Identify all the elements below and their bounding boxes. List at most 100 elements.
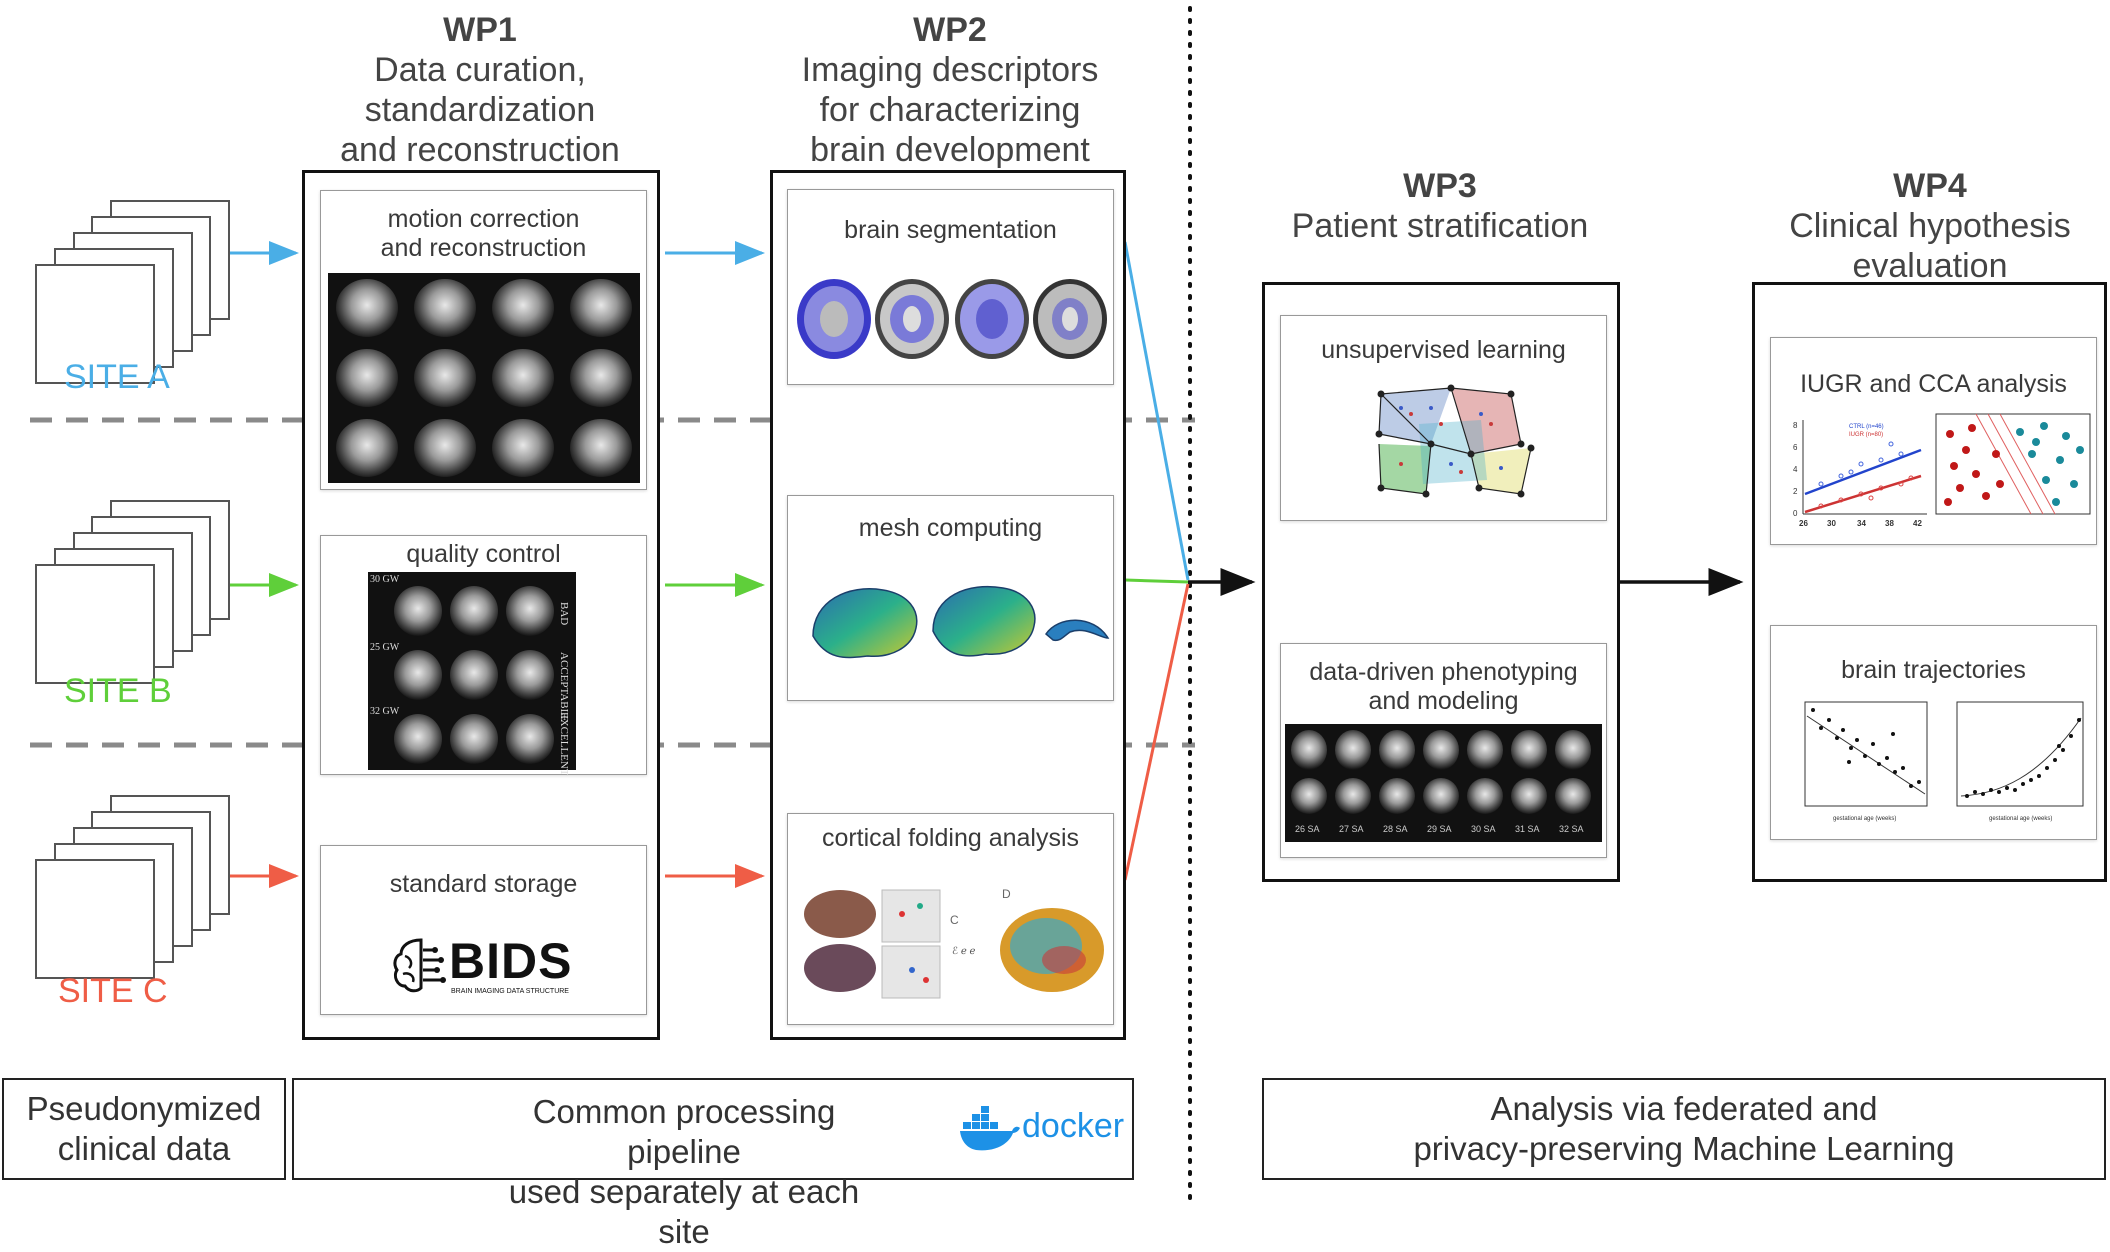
converge-green xyxy=(1124,578,1189,584)
trajectory-plot-quadratic: gestational age (weeks) xyxy=(1956,701,2084,822)
age-label: 26 SA xyxy=(1295,824,1320,834)
site-a-label: SITE A xyxy=(64,358,170,396)
footer-federated: Analysis via federated and privacy-prese… xyxy=(1262,1078,2106,1180)
svg-text:2: 2 xyxy=(1793,487,1798,496)
age-label: 27 SA xyxy=(1339,824,1364,834)
traj-xlabel: gestational age (weeks) xyxy=(1833,816,1896,822)
motion-correction-panel: motion correction and reconstruction xyxy=(320,190,647,490)
brain-trajectories-panel: brain trajectories gestational age (week… xyxy=(1770,625,2097,840)
wp1-title-line1: Data curation, xyxy=(374,51,586,89)
legend-ctrl: CTRL (n=46) xyxy=(1849,424,1884,430)
wp2-header: WP2 Imaging descriptors for characterizi… xyxy=(770,10,1130,170)
wp4-title-line1: Clinical hypothesis xyxy=(1789,207,2071,245)
wp3-code: WP3 xyxy=(1403,167,1477,205)
age-label: 29 SA xyxy=(1427,824,1452,834)
trajectory-plot-linear: gestational age (weeks) xyxy=(1804,701,1928,822)
age-label: 31 SA xyxy=(1515,824,1540,834)
wp4-code: WP4 xyxy=(1893,167,1967,205)
qc-col-label: ACCEPTABLE xyxy=(558,652,570,723)
wp3-title-line1: Patient stratification xyxy=(1291,207,1589,245)
phenotyping-label: data-driven phenotyping xyxy=(1309,658,1578,686)
wp2-box: brain segmentation mesh computing cortic… xyxy=(770,170,1126,1040)
standard-storage-panel: standard storage BIDS BRAIN IMAGING DATA… xyxy=(320,845,647,1015)
wp3-header: WP3 Patient stratification xyxy=(1260,166,1620,246)
qc-row-label: 25 GW xyxy=(370,642,400,653)
wp1-title-line2: standardization xyxy=(364,91,596,129)
qc-col-label: BAD xyxy=(558,602,570,626)
site-b-label: SITE B xyxy=(64,672,172,710)
folding-images: C ℰ ℯ ℯ D xyxy=(804,887,1104,999)
wp3-box: unsupervised learning data-driven phenot… xyxy=(1262,282,1620,882)
mri-reconstruction-grid xyxy=(328,273,640,483)
svg-text:6: 6 xyxy=(1793,443,1798,452)
standard-storage-label: standard storage xyxy=(389,870,578,898)
footer-pseudonymized: Pseudonymized clinical data xyxy=(2,1078,286,1180)
svg-text:26: 26 xyxy=(1799,519,1808,528)
footer-right-line2: privacy-preserving Machine Learning xyxy=(1413,1130,1955,1167)
brain-logo-icon xyxy=(393,938,446,993)
mesh-computing-panel: mesh computing xyxy=(787,495,1114,701)
bids-subtitle: BRAIN IMAGING DATA STRUCTURE xyxy=(451,988,569,995)
iugr-cca-panel: IUGR and CCA analysis CTRL (n=46) IUGR (… xyxy=(1770,337,2097,545)
unsupervised-learning-label: unsupervised learning xyxy=(1321,336,1566,364)
svg-text:D: D xyxy=(1002,887,1011,901)
wp4-box: IUGR and CCA analysis CTRL (n=46) IUGR (… xyxy=(1752,282,2107,882)
iugr-cca-label: IUGR and CCA analysis xyxy=(1800,370,2067,398)
wp1-box: motion correction and reconstruction qua… xyxy=(302,170,660,1040)
mesh-images xyxy=(812,585,1110,659)
wp2-title-line2: for characterizing xyxy=(819,91,1081,129)
svg-text:42: 42 xyxy=(1913,519,1922,528)
qc-row-label: 32 GW xyxy=(370,706,400,717)
svg-text:38: 38 xyxy=(1885,519,1894,528)
svg-text:ℰ ℯ ℯ: ℰ ℯ ℯ xyxy=(952,946,976,957)
age-label: 32 SA xyxy=(1559,824,1584,834)
quality-control-label: quality control xyxy=(406,540,561,568)
wp4-header: WP4 Clinical hypothesis evaluation xyxy=(1750,166,2110,286)
reconstruction-label: and reconstruction xyxy=(380,234,587,262)
age-label: 28 SA xyxy=(1383,824,1408,834)
converge-blue xyxy=(1123,241,1190,581)
motion-correction-label: motion correction xyxy=(387,205,580,233)
site-c-label: SITE C xyxy=(58,972,168,1010)
legend-iugr: IUGR (n=80) xyxy=(1849,432,1883,438)
footer-left-line1: Pseudonymized xyxy=(26,1090,262,1127)
cluster-graph xyxy=(1375,384,1535,498)
svg-text:0: 0 xyxy=(1793,509,1798,518)
converge-red xyxy=(1123,583,1190,881)
footer-mid-line1: Common processing pipeline xyxy=(532,1093,836,1170)
wp2-code: WP2 xyxy=(913,11,987,49)
footer-left-line2: clinical data xyxy=(57,1130,231,1167)
svg-text:34: 34 xyxy=(1857,519,1866,528)
brain-segmentation-label: brain segmentation xyxy=(844,216,1057,244)
cca-scatter-plot xyxy=(1935,413,2091,515)
unsupervised-learning-panel: unsupervised learning xyxy=(1280,315,1607,521)
brain-segmentation-panel: brain segmentation xyxy=(787,189,1114,385)
quality-control-image: 30 GW 25 GW 32 GW BAD ACCEPTABLE EXCELLE… xyxy=(368,572,576,776)
mesh-computing-label: mesh computing xyxy=(858,514,1043,542)
quality-control-panel: quality control 30 GW 25 GW 32 GW BAD AC… xyxy=(320,535,647,776)
svg-text:4: 4 xyxy=(1793,465,1798,474)
qc-row-label: 30 GW xyxy=(370,574,400,585)
iugr-regression-plot: CTRL (n=46) IUGR (n=80) 8 6 4 2 0 26 30 … xyxy=(1793,420,1927,528)
footer-right-line1: Analysis via federated and xyxy=(1490,1090,1878,1127)
svg-text:30: 30 xyxy=(1827,519,1836,528)
phenotyping-mri-strip: 26 SA 27 SA 28 SA 29 SA 30 SA 31 SA 32 S… xyxy=(1285,724,1602,842)
qc-col-label: EXCELLENT xyxy=(558,712,570,776)
docker-whale-icon xyxy=(960,1106,1020,1151)
brain-trajectories-label: brain trajectories xyxy=(1841,656,2026,684)
bids-logo-text: BIDS xyxy=(449,933,573,989)
wp2-title-line1: Imaging descriptors xyxy=(801,51,1099,89)
docker-label: docker xyxy=(1022,1107,1125,1145)
wp4-title-line2: evaluation xyxy=(1852,247,2008,285)
phenotyping-panel: data-driven phenotyping and modeling 26 … xyxy=(1280,643,1607,858)
cortical-folding-label: cortical folding analysis xyxy=(821,824,1080,852)
footer-pipeline: Common processing pipeline used separate… xyxy=(292,1078,1134,1250)
age-label: 30 SA xyxy=(1471,824,1496,834)
wp1-code: WP1 xyxy=(443,11,517,49)
wp1-title-line3: and reconstruction xyxy=(340,131,620,169)
wp2-title-line3: brain development xyxy=(810,131,1090,169)
modeling-label: and modeling xyxy=(1368,687,1519,715)
segmentation-images xyxy=(797,279,1107,359)
svg-text:8: 8 xyxy=(1793,421,1798,430)
svg-text:C: C xyxy=(950,913,959,927)
